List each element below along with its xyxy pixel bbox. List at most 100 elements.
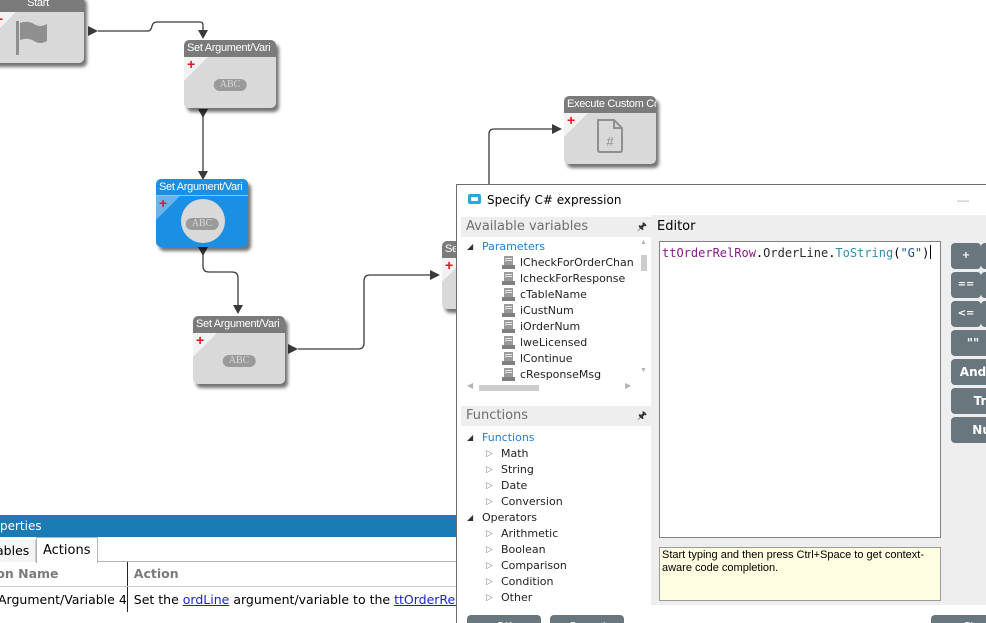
port-set4-in <box>430 270 440 280</box>
operator-group-boolean[interactable]: ▷Boolean <box>486 543 546 556</box>
minimize-button[interactable]: — <box>957 193 969 207</box>
expanded-triangle-icon[interactable]: ◢ <box>467 242 474 251</box>
functions-header: Functions 🖈 <box>461 406 651 426</box>
add-icon[interactable]: + <box>567 112 576 128</box>
port-set2-out <box>198 247 208 256</box>
expanded-triangle-icon[interactable]: ◢ <box>467 433 474 442</box>
variable-icon <box>502 256 515 269</box>
operator-group-other[interactable]: ▷Other <box>486 591 533 604</box>
collapsed-triangle-icon[interactable]: ▷ <box>486 545 493 555</box>
collapsed-triangle-icon[interactable]: ▷ <box>486 593 493 603</box>
scroll-up-icon[interactable]: ▲ <box>640 239 647 246</box>
operator-true-button[interactable]: Tru <box>951 388 986 414</box>
cancel-button[interactable]: Cancel <box>550 615 624 623</box>
add-icon[interactable]: + <box>159 195 168 211</box>
node-title: Start <box>0 0 84 12</box>
abc-icon: ABC <box>213 79 247 91</box>
operator-button-partial[interactable] <box>981 272 986 298</box>
column-action-name[interactable]: ion Name <box>0 562 128 587</box>
add-icon[interactable]: + <box>0 12 3 26</box>
pin-icon[interactable]: 🖈 <box>636 409 647 422</box>
function-group-math[interactable]: ▷Math <box>486 447 529 460</box>
tab-variables[interactable]: ables <box>0 540 37 562</box>
variables-horizontal-scrollbar[interactable]: ◀ ▶ <box>461 381 639 393</box>
variable-item[interactable]: lcheckForResponse <box>461 271 651 287</box>
connector-to-exec <box>488 128 552 184</box>
functions-pane: Functions 🖈 ◢ Functions ▷Math ▷String ▷D… <box>461 406 651 606</box>
variable-item[interactable]: iCustNum <box>461 303 651 319</box>
tree-category-parameters[interactable]: ◢ Parameters <box>467 240 545 253</box>
tree-category-functions[interactable]: ◢ Functions <box>467 431 535 444</box>
function-group-conversion[interactable]: ▷Conversion <box>486 495 563 508</box>
node-set-argument-1[interactable]: Set Argument/Vari + ABC <box>184 40 276 108</box>
collapsed-triangle-icon[interactable]: ▷ <box>486 481 493 491</box>
expression-editor[interactable]: ttOrderRelRow.OrderLine.ToString("G") <box>659 241 941 538</box>
variable-item[interactable]: lCheckForOrderChan <box>461 255 651 271</box>
collapsed-triangle-icon[interactable]: ▷ <box>486 561 493 571</box>
variable-item[interactable]: lContinue <box>461 351 651 367</box>
port-set3-in <box>233 305 243 314</box>
ordline-link[interactable]: ordLine <box>182 591 230 607</box>
add-icon[interactable]: + <box>187 56 196 72</box>
node-start[interactable]: Start + <box>0 0 84 63</box>
properties-panel: perties ables Actions ion Name Action Ar… <box>0 515 485 623</box>
collapsed-triangle-icon[interactable]: ▷ <box>486 497 493 507</box>
operator-button-partial[interactable] <box>981 301 986 327</box>
operator-less-equal-button[interactable]: <= <box>951 301 981 327</box>
scroll-right-icon[interactable]: ▶ <box>625 381 632 390</box>
node-title: Set Argument/Vari <box>193 316 285 333</box>
variable-item[interactable]: lweLicensed <box>461 335 651 351</box>
variable-item[interactable]: cResponseMsg <box>461 367 651 383</box>
collapsed-triangle-icon[interactable]: ▷ <box>486 449 493 459</box>
node-execute-custom-code[interactable]: Execute Custom Co + # <box>564 96 656 164</box>
add-icon[interactable]: + <box>445 257 454 273</box>
available-variables-pane: Available variables 🖈 ◢ Parameters lChec… <box>461 217 651 401</box>
variable-item[interactable]: iOrderNum <box>461 319 651 335</box>
variables-vertical-scrollbar[interactable]: ▲ ▼ <box>639 239 649 377</box>
ok-button[interactable]: OK <box>467 615 541 623</box>
scroll-left-icon[interactable]: ◀ <box>467 381 474 390</box>
port-set2-in <box>198 171 208 180</box>
operator-group-comparison[interactable]: ▷Comparison <box>486 559 567 572</box>
dialog-titlebar[interactable]: Specify C# expression — <box>457 185 986 215</box>
expanded-triangle-icon[interactable]: ◢ <box>467 513 474 522</box>
port-set3-out <box>288 344 298 354</box>
dialog-action-button[interactable]: Cl <box>931 615 986 623</box>
operator-quotes-button[interactable]: "" <box>951 330 986 356</box>
operator-button-partial[interactable] <box>981 243 986 269</box>
code-completion-hint: Start typing and then press Ctrl+Space t… <box>659 547 941 601</box>
variable-icon <box>502 304 515 317</box>
port-set1-in <box>198 30 208 39</box>
scroll-thumb[interactable] <box>641 255 647 271</box>
properties-header: perties <box>0 515 456 537</box>
column-action[interactable]: Action <box>127 562 485 587</box>
dialog-title: Specify C# expression <box>487 193 622 207</box>
operator-equals-button[interactable]: == <box>951 272 981 298</box>
tree-category-operators[interactable]: ◢ Operators <box>467 511 537 524</box>
operator-group-condition[interactable]: ▷Condition <box>486 575 554 588</box>
svg-text:#: # <box>606 134 614 149</box>
variable-icon <box>502 368 515 381</box>
function-group-date[interactable]: ▷Date <box>486 479 528 492</box>
operator-null-button[interactable]: Nul <box>951 417 986 443</box>
pin-icon[interactable]: 🖈 <box>636 220 647 233</box>
variable-icon <box>502 320 515 333</box>
tab-actions[interactable]: Actions <box>36 537 98 563</box>
node-set-argument-2[interactable]: Set Argument/Vari + ABC <box>156 179 248 247</box>
collapsed-triangle-icon[interactable]: ▷ <box>486 577 493 587</box>
table-row[interactable]: Argument/Variable 4 Set the ordLine argu… <box>0 586 485 612</box>
operator-plus-button[interactable]: + <box>951 243 981 269</box>
function-group-string[interactable]: ▷String <box>486 463 534 476</box>
add-icon[interactable]: + <box>196 332 205 348</box>
scroll-down-icon[interactable]: ▼ <box>640 367 647 374</box>
available-variables-header: Available variables 🖈 <box>461 217 651 237</box>
port-exec-in <box>552 124 562 134</box>
collapsed-triangle-icon[interactable]: ▷ <box>486 529 493 539</box>
node-set-argument-3[interactable]: Set Argument/Vari + ABC <box>193 316 285 384</box>
scroll-thumb[interactable] <box>479 385 539 391</box>
operator-group-arithmetic[interactable]: ▷Arithmetic <box>486 527 559 540</box>
operator-and-button[interactable]: And <box>951 359 986 385</box>
variable-item[interactable]: cTableName <box>461 287 651 303</box>
editor-pane: Editor ttOrderRelRow.OrderLine.ToString(… <box>651 215 986 605</box>
collapsed-triangle-icon[interactable]: ▷ <box>486 465 493 475</box>
